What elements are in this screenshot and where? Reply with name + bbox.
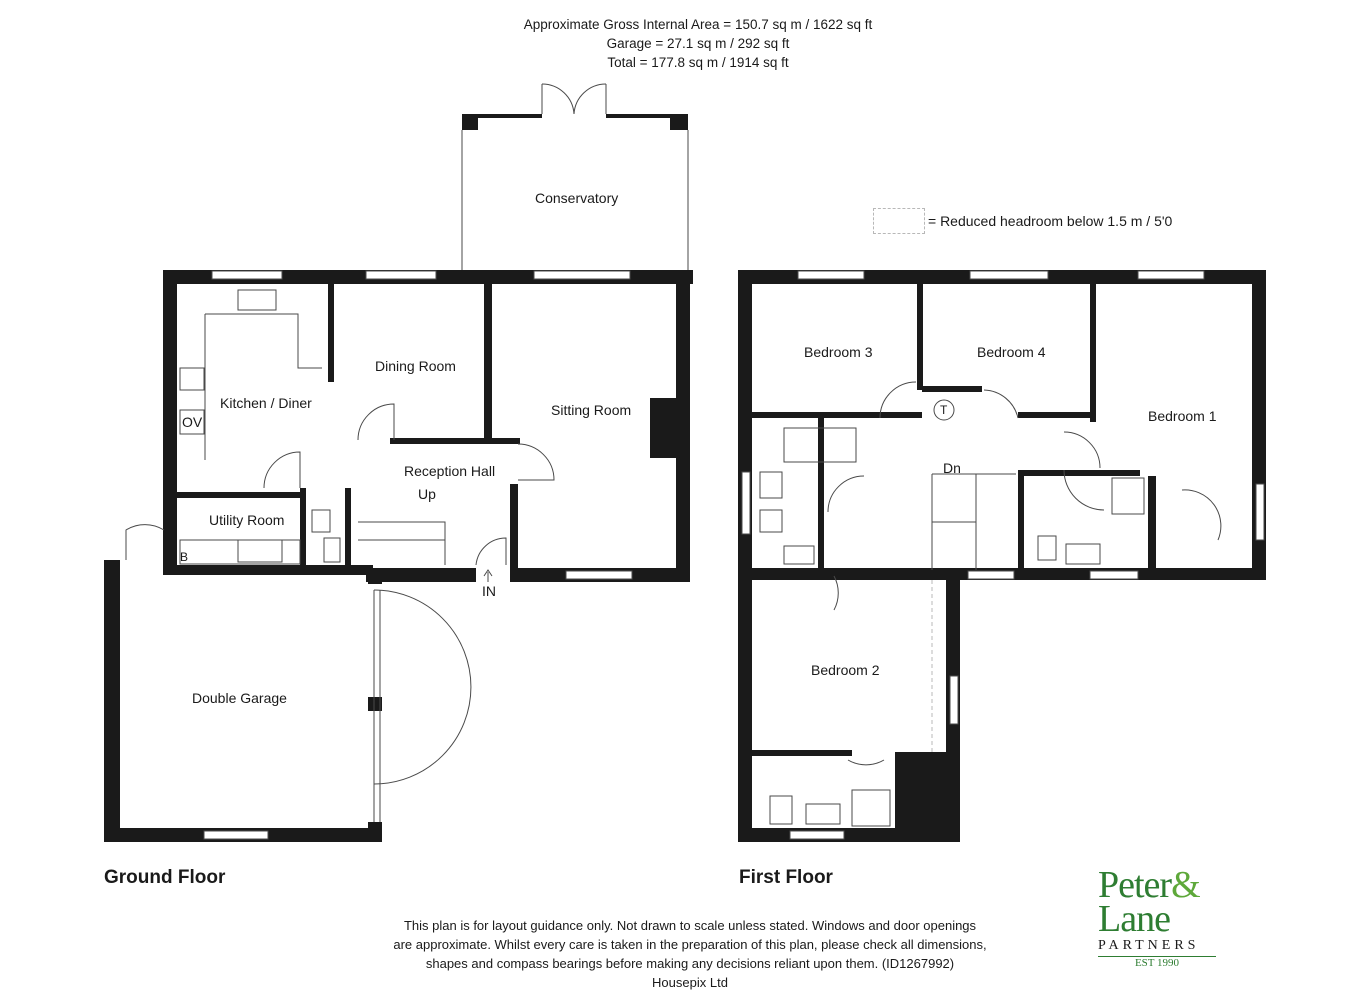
disclaimer: This plan is for layout guidance only. N…	[330, 916, 1050, 992]
garage-area: Garage = 27.1 sq m / 292 sq ft	[606, 36, 790, 51]
room-label-dining-room: Dining Room	[375, 358, 456, 374]
tank-marker: T	[940, 403, 948, 417]
peter-lane-logo: Peter& Lane PARTNERS EST 1990	[1098, 864, 1228, 969]
entrance-marker: IN	[482, 583, 496, 599]
room-label-bedroom-4: Bedroom 4	[977, 344, 1046, 360]
logo-ampersand: &	[1171, 864, 1201, 906]
room-label-sitting-room: Sitting Room	[551, 402, 632, 418]
logo-lane: Lane	[1098, 898, 1171, 940]
oven-marker: OV	[182, 414, 203, 430]
logo-peter: Peter&	[1098, 864, 1201, 906]
disclaimer-line-4: Housepix Ltd	[652, 975, 728, 990]
reduced-headroom-swatch	[873, 208, 925, 234]
area-summary: Approximate Gross Internal Area = 150.7 …	[0, 15, 1350, 72]
room-label-double-garage: Double Garage	[192, 690, 287, 706]
disclaimer-line-2: are approximate. Whilst every care is ta…	[393, 937, 987, 952]
room-label-bedroom-2: Bedroom 2	[811, 662, 880, 678]
first-floor-details	[759, 381, 1222, 827]
room-label-reception-hall: Reception Hall	[404, 463, 496, 479]
room-label-kitchen-diner: Kitchen / Diner	[220, 395, 312, 411]
gross-internal-area: Approximate Gross Internal Area = 150.7 …	[523, 17, 873, 32]
first-floor-windows	[741, 270, 1265, 840]
logo-partners: PARTNERS	[1098, 938, 1200, 953]
disclaimer-line-1: This plan is for layout guidance only. N…	[403, 918, 977, 933]
stairs-up-marker: Up	[418, 486, 436, 502]
disclaimer-line-3: shapes and compass bearings before makin…	[425, 956, 955, 971]
reduced-headroom-legend: = Reduced headroom below 1.5 m / 5'0	[928, 213, 1173, 229]
ground-floor-windows	[203, 270, 633, 840]
ground-floor-label: Ground Floor	[104, 867, 226, 888]
room-label-utility-room: Utility Room	[209, 512, 285, 528]
first-floor-label: First Floor	[739, 867, 833, 888]
ground-floor-details	[125, 83, 689, 822]
room-label-conservatory: Conservatory	[535, 190, 619, 206]
room-label-bedroom-1: Bedroom 1	[1148, 408, 1217, 424]
total-area: Total = 177.8 sq m / 1914 sq ft	[607, 55, 789, 70]
room-label-bedroom-3: Bedroom 3	[804, 344, 873, 360]
stairs-down-marker: Dn	[943, 460, 961, 476]
ground-floor-walls	[104, 114, 693, 842]
boiler-marker: B	[180, 550, 189, 564]
logo-est: EST 1990	[1098, 956, 1216, 969]
